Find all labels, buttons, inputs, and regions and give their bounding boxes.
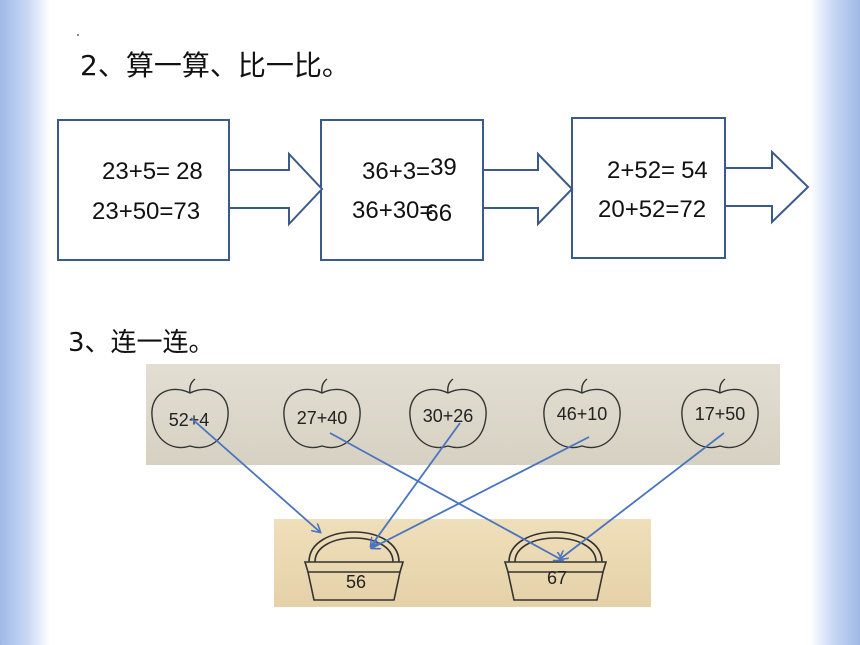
apple-icon-1: [151, 378, 229, 449]
basket-label-1: 56: [346, 572, 366, 592]
basket-label-2: 67: [547, 568, 567, 588]
calc-box-2: [320, 119, 484, 261]
connect-line-2: [329, 432, 562, 560]
calc-1a: 23+5=28: [102, 158, 203, 185]
calc-2b: 36+30=66: [352, 197, 453, 227]
calc-3a: 2+52=54: [607, 157, 708, 184]
left-decor-band: [0, 0, 50, 645]
apple-label-4: 46+10: [557, 404, 608, 424]
apple-label-5: 17+50: [695, 404, 746, 424]
connect-line-5: [560, 432, 725, 559]
connect-line-3: [371, 422, 461, 546]
calc-2a: 36+3=39: [362, 154, 457, 185]
apple-label-1: 52+4: [169, 410, 210, 430]
basket-icon-1: [303, 531, 405, 601]
section3-title: 3、连一连。: [68, 328, 215, 358]
calc-box-1: [57, 119, 230, 261]
apple-label-2: 27+40: [297, 408, 348, 428]
apple-icon-2: [283, 378, 361, 449]
connect-line-4: [372, 436, 590, 548]
connect-line-1: [190, 417, 320, 532]
calc-3b: 20+52=72: [598, 196, 707, 223]
basket-icon-2: [503, 531, 608, 601]
calc-1b: 23+50=73: [92, 198, 201, 225]
apple-icon-5: [681, 378, 759, 449]
apple-icon-4: [543, 378, 621, 449]
dot-mark: [77, 34, 79, 36]
right-decor-band: [810, 0, 860, 645]
apple-label-3: 30+26: [423, 406, 474, 426]
section2-title: 2、算一算、比一比。: [80, 49, 350, 82]
apple-icon-3: [409, 378, 487, 449]
apple-strip-photo: [146, 364, 780, 465]
